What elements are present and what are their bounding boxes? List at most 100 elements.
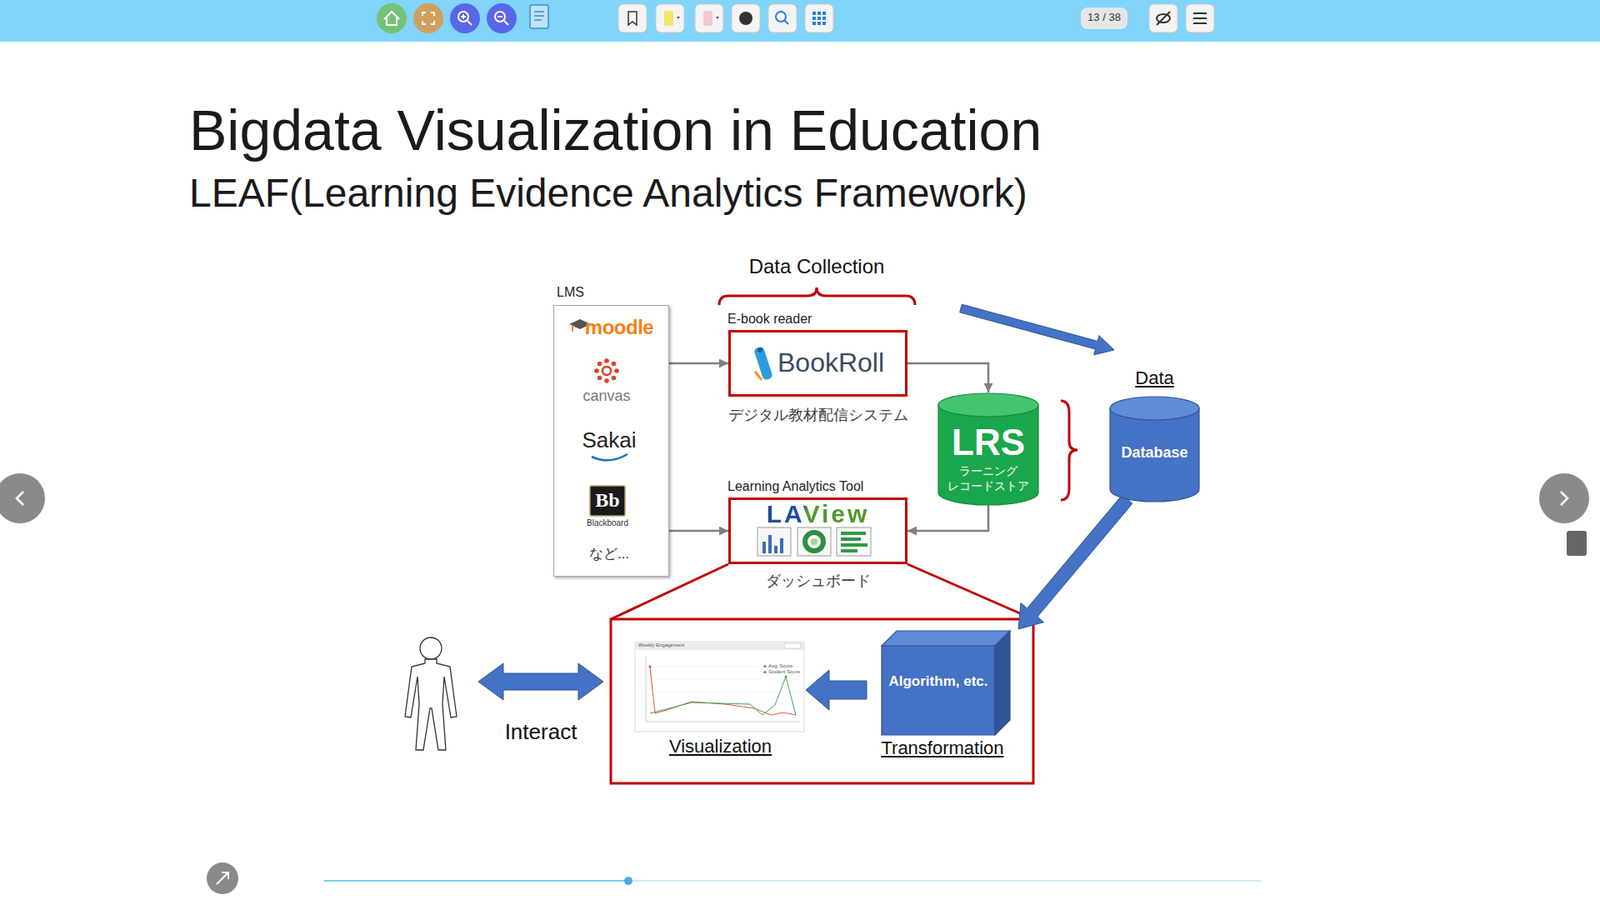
arrow-icon [216, 872, 229, 885]
next-button [1539, 473, 1590, 524]
donut-icon [805, 532, 824, 551]
cylinder-body [1110, 408, 1200, 502]
bar-icon [762, 535, 784, 554]
chart-axis [645, 656, 800, 722]
panel-heading: LMS [556, 285, 585, 300]
toolbar [0, 0, 1600, 42]
chart-title: Weekly Engagement [638, 642, 685, 649]
app-logo-icon [530, 5, 549, 29]
progress-track [324, 880, 1261, 882]
person-body [405, 659, 457, 750]
scroll-icon [753, 345, 774, 381]
chart-point [649, 665, 652, 669]
box-caption: デジタル教材配信システム [728, 406, 909, 425]
dropdown-icon [676, 16, 680, 20]
legend-dot [763, 670, 766, 674]
dropdown-icon [715, 16, 720, 20]
canvas-dot [614, 368, 620, 374]
box-heading: E-book reader [727, 311, 812, 327]
chevron-icon [16, 491, 24, 505]
flow-arrow [960, 304, 1115, 355]
chart-icon [757, 527, 791, 556]
chart-frame [635, 641, 805, 732]
cylinder-top [938, 393, 1039, 417]
tool-button [1149, 4, 1178, 33]
corner-button [206, 862, 239, 895]
zoom-out-button [486, 3, 517, 34]
database-cylinder: DataDatabase [1109, 395, 1200, 502]
toolbar-bar [0, 0, 1600, 42]
grid-icon [812, 11, 826, 25]
tool-button [731, 4, 760, 33]
legend-dot [763, 665, 766, 668]
canvas-dot [611, 375, 617, 381]
flow-connector [907, 505, 989, 531]
app-box: E-book readerBookRollデジタル教材配信システム [728, 330, 908, 397]
logo-text: moodle [585, 315, 654, 340]
progress-dot [624, 876, 633, 885]
view-panel: Visualization [635, 641, 806, 763]
flow-connector [907, 363, 989, 393]
page-counter: 13 / 38 [1087, 11, 1121, 25]
tool-button [768, 4, 797, 33]
legend-text: Student Score [768, 669, 800, 675]
cube-side [995, 630, 1010, 735]
slide-subtitle: LEAF(Learning Evidence Analytics Framewo… [189, 170, 1028, 216]
prev-button [0, 473, 45, 524]
search-icon [784, 20, 789, 25]
logo-text: Bb [595, 489, 620, 513]
bookroll-icon [753, 345, 774, 381]
store-name: Database [1120, 444, 1188, 462]
chart-button [784, 643, 801, 649]
app-logo: LAView [766, 501, 870, 527]
section-label: Data Collection [749, 255, 885, 279]
logo-text: Blackboard [586, 518, 629, 529]
zoom-in-icon [458, 11, 469, 22]
store-cylinder: LRSラーニング レコードストア [937, 392, 1040, 505]
fullscreen-button [413, 3, 444, 34]
sakai-swoosh [591, 454, 628, 460]
canvas-dot [604, 378, 610, 384]
palette-icon [739, 11, 753, 25]
canvas-dot [604, 358, 610, 364]
store-subtitle: ラーニング レコードストア [942, 464, 1035, 494]
canvas-ring [602, 366, 611, 375]
cube-front [881, 645, 995, 735]
zoom-in-button [450, 3, 480, 34]
canvas-dot [611, 361, 617, 367]
highlighter-icon [664, 10, 674, 26]
fullscreen-icon [422, 12, 435, 25]
home-icon [384, 11, 400, 25]
box-heading: Learning Analytics Tool [727, 479, 864, 495]
zoom-in-icon [460, 14, 472, 25]
person-figure [405, 637, 457, 750]
chart-header [635, 641, 805, 650]
bookmark-icon [628, 11, 637, 25]
double-arrow [478, 663, 604, 700]
arrow-label: Interact [505, 720, 578, 745]
zoom-frame [610, 619, 1034, 784]
chart-thumbnail [635, 641, 805, 732]
chart-point [785, 675, 788, 679]
tool-button [655, 4, 685, 33]
scroll-knob [757, 347, 763, 353]
block-arrow [1018, 495, 1133, 630]
store-name: LRS [951, 421, 1025, 465]
menu-icon [1193, 13, 1207, 24]
hide-icon [1156, 11, 1170, 25]
donut-icon [810, 538, 818, 545]
tool-button [1185, 4, 1215, 33]
home-button [376, 3, 407, 34]
canvas-dot [597, 375, 603, 381]
chart-grid [645, 666, 800, 705]
tool-button [695, 4, 724, 33]
curly-brace [1060, 400, 1078, 500]
flow-connector [669, 362, 729, 365]
canvas-logo [594, 358, 620, 384]
box-caption: ダッシュボード [765, 572, 871, 590]
side-tab [1566, 530, 1587, 556]
progress-fill [324, 880, 629, 882]
zoom-line [610, 564, 1034, 620]
legend-text: Avg. Score [768, 663, 793, 670]
